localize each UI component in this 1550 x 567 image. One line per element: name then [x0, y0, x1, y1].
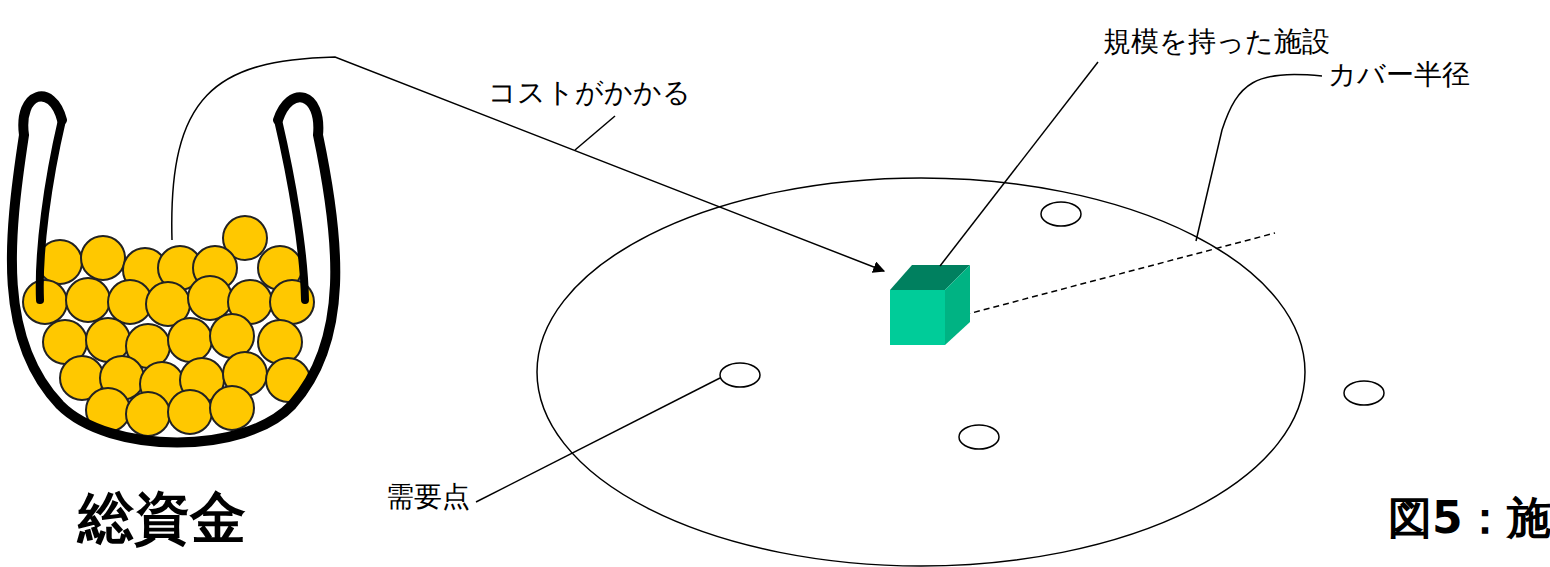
demand-points	[720, 202, 1384, 449]
cost-arrow	[172, 57, 884, 271]
demand-label: 需要点	[386, 480, 470, 514]
facility-label: 規模を持った施設	[1103, 25, 1330, 59]
pot-outline	[12, 96, 335, 442]
figure-caption: 図5：施設の	[1388, 492, 1550, 545]
leader-lines	[476, 62, 1322, 502]
radius-label: カバー半径	[1328, 58, 1470, 92]
coverage-ellipse	[537, 178, 1305, 566]
cost-label: コストがかかる	[488, 76, 691, 110]
facility-cube	[890, 265, 970, 345]
fund-label: 総資金	[78, 484, 246, 551]
cover-radius-line	[945, 233, 1275, 320]
coins	[23, 216, 314, 436]
